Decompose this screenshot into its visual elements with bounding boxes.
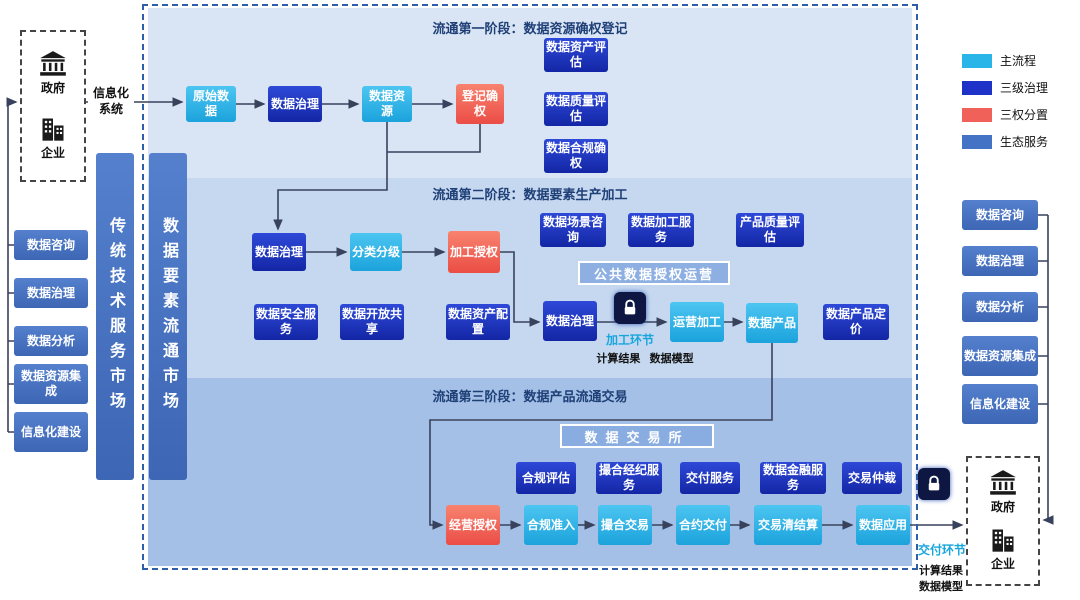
phase2-eco-box: 数据安全服务 <box>254 304 318 340</box>
bottom-io-box: 政府 企业 <box>966 456 1040 586</box>
legend-label: 主流程 <box>1000 54 1037 68</box>
phase2-flow-box: 运营加工 <box>670 302 724 342</box>
government-icon <box>40 51 66 76</box>
phase2-flow-box: 数据治理 <box>252 233 306 271</box>
phase3-flow-box: 合约交付 <box>676 505 730 545</box>
right-service-box: 信息化建设 <box>962 384 1038 424</box>
left-service-box: 数据资源集成 <box>14 364 88 404</box>
legend-swatch-rights <box>962 107 992 122</box>
phase3-service-box: 数据金融服务 <box>760 462 826 494</box>
government-label: 政府 <box>40 81 65 96</box>
right-service-box: 数据治理 <box>962 246 1038 276</box>
phase2-eco-box: 数据开放共享 <box>340 304 404 340</box>
phase2-eco-box: 数据资产配置 <box>446 304 510 340</box>
data-exchange-banner: 数据交易所 <box>560 424 714 448</box>
government-group: 政府 <box>39 51 67 96</box>
legend-row: 主流程 <box>962 52 1048 69</box>
phase1-flow-box: 数据治理 <box>268 86 322 122</box>
delivery-result-label: 计算结果 数据模型 <box>919 565 963 593</box>
left-service-box: 数据分析 <box>14 326 88 356</box>
enterprise-group: 企业 <box>989 527 1017 572</box>
phase3-service-box: 交易仲裁 <box>842 462 902 494</box>
processing-lock-icon <box>614 292 646 324</box>
legend-swatch-governance <box>962 80 992 95</box>
phase3-flow-box: 撮合交易 <box>598 505 652 545</box>
phase3-service-box: 合规评估 <box>516 462 576 494</box>
phase3-flow-box: 交易清结算 <box>754 505 822 545</box>
processing-link-label: 加工环节 <box>605 333 654 347</box>
phase2-pricing-box: 数据产品定价 <box>823 304 889 340</box>
phase1-side-box: 数据质量评估 <box>544 92 608 126</box>
enterprise-icon <box>992 529 1014 552</box>
legend-label: 三级治理 <box>1000 81 1049 95</box>
legend-row: 生态服务 <box>962 133 1048 150</box>
enterprise-label: 企业 <box>990 557 1015 571</box>
phase2-governance-box: 数据加工服务 <box>628 213 694 247</box>
left-service-box: 信息化建设 <box>14 412 88 452</box>
phase1-flow-box: 原始数据 <box>186 86 236 122</box>
phase2-background <box>148 178 912 378</box>
legend: 主流程 三级治理 三权分置 生态服务 <box>962 52 1048 150</box>
information-system-label: 信息化系统 <box>88 80 134 124</box>
legend-row: 三权分置 <box>962 106 1048 123</box>
phase3-service-box: 撮合经纪服务 <box>596 462 662 494</box>
traditional-market-bar: 传统技术服务市场 <box>96 153 134 480</box>
delivery-link-label: 交付环节 <box>917 543 966 557</box>
enterprise-icon <box>42 118 64 141</box>
phase2-governance-box: 数据场景咨询 <box>540 213 606 247</box>
legend-swatch-main-flow <box>962 53 992 68</box>
legend-label: 生态服务 <box>1000 135 1049 149</box>
legend-swatch-ecosystem <box>962 134 992 149</box>
left-service-box: 数据咨询 <box>14 230 88 260</box>
phase1-title: 流通第一阶段：数据资源确权登记 <box>432 21 628 36</box>
right-service-box: 数据分析 <box>962 292 1038 322</box>
processing-result-label: 计算结果 数据模型 <box>596 353 694 365</box>
delivery-lock-icon <box>918 468 950 500</box>
phase2-flow-box: 加工授权 <box>448 231 500 273</box>
right-service-box: 数据咨询 <box>962 200 1038 230</box>
phase2-flow-box: 数据治理 <box>543 301 597 341</box>
left-service-box: 数据治理 <box>14 278 88 308</box>
phase3-flow-box: 合规准入 <box>524 505 578 545</box>
phase2-flow-box: 分类分级 <box>350 233 402 271</box>
government-group: 政府 <box>989 470 1017 515</box>
government-label: 政府 <box>990 500 1015 514</box>
phase2-governance-box: 产品质量评估 <box>736 213 804 247</box>
phase1-flow-box: 登记确权 <box>456 84 504 124</box>
phase1-side-box: 数据资产评估 <box>544 38 608 72</box>
phase2-flow-box: 数据产品 <box>746 303 798 343</box>
legend-row: 三级治理 <box>962 79 1048 96</box>
phase3-flow-box: 数据应用 <box>856 505 910 545</box>
phase1-side-box: 数据合规确权 <box>544 139 608 173</box>
right-service-box: 数据资源集成 <box>962 336 1038 376</box>
top-io-box: 政府 企业 <box>20 30 86 182</box>
enterprise-label: 企业 <box>40 145 65 160</box>
phase3-flow-box: 经营授权 <box>446 505 500 545</box>
enterprise-group: 企业 <box>39 116 67 161</box>
legend-label: 三权分置 <box>1000 108 1049 122</box>
phase3-title: 流通第三阶段：数据产品流通交易 <box>432 389 628 404</box>
phase3-service-box: 交付服务 <box>680 462 740 494</box>
data-market-bar: 数据要素流通市场 <box>149 153 187 480</box>
government-icon <box>990 470 1016 495</box>
phase2-title: 流通第二阶段：数据要素生产加工 <box>432 187 628 202</box>
public-data-operation-banner: 公共数据授权运营 <box>578 261 730 285</box>
phase1-flow-box: 数据资源 <box>362 86 412 122</box>
